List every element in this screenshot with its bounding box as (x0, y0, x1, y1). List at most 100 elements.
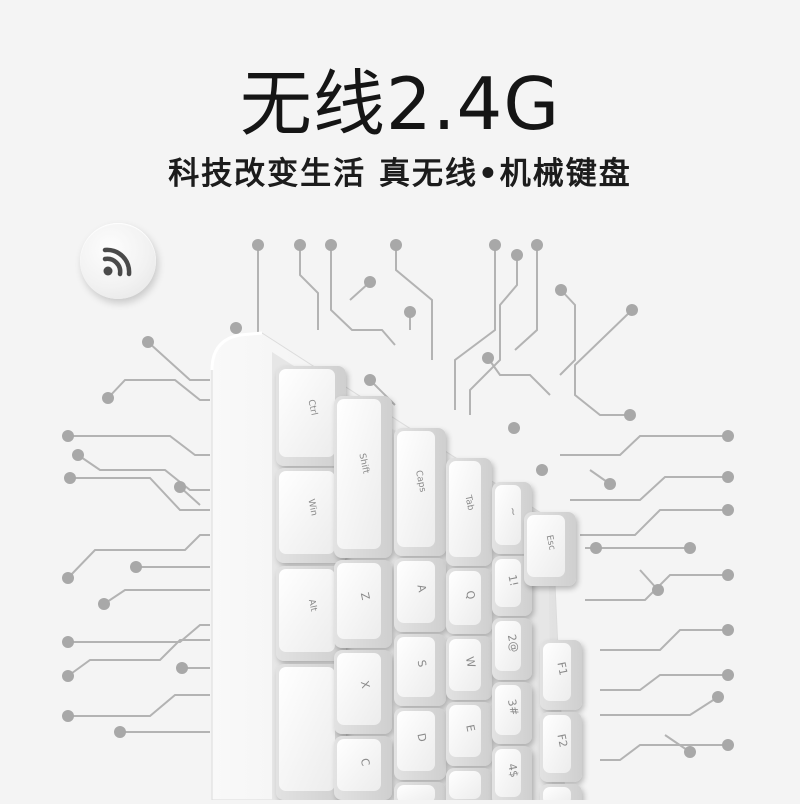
circuit-trace (514, 245, 538, 351)
circuit-node (508, 422, 520, 434)
key-legend: Tab (462, 493, 475, 511)
key-legend: Ctrl (306, 399, 319, 417)
circuit-node (604, 478, 616, 490)
circuit-trace (600, 629, 728, 651)
key-legend: W (463, 655, 478, 668)
keycap: S (394, 634, 446, 706)
circuit-trace (559, 289, 576, 376)
circuit-trace (68, 694, 210, 717)
key-legend: Esc (544, 534, 557, 551)
keycap (276, 664, 346, 800)
circuit-node (722, 669, 734, 681)
circuit-node (98, 598, 110, 610)
circuit-node (404, 306, 416, 318)
circuit-trace (600, 744, 728, 761)
key-legend: Alt (306, 598, 318, 612)
keyboard: CtrlWinAltShiftZXCCapsASDTabQWE~1!2@3#4$… (210, 331, 582, 804)
keycap: Alt (276, 566, 346, 661)
key-legend: D (414, 732, 428, 743)
keycap: D (394, 708, 446, 780)
circuit-node (62, 710, 74, 722)
key-legend: Win (305, 498, 318, 517)
keycap: E (446, 702, 492, 766)
keycap: 1! (492, 556, 532, 616)
key-legend: Caps (413, 469, 427, 493)
circuit-node (390, 239, 402, 251)
circuit-trace (600, 674, 728, 691)
circuit-nodes (62, 239, 734, 758)
circuit-trace (570, 476, 728, 501)
circuit-node (722, 430, 734, 442)
circuit-trace (395, 245, 433, 360)
keycap (394, 782, 446, 804)
circuit-node (294, 239, 306, 251)
circuit-trace (70, 477, 210, 511)
key-legend: 1! (505, 574, 520, 588)
keycap: F1 (540, 640, 582, 710)
key-legend: X (358, 680, 372, 691)
circuit-node (482, 352, 494, 364)
circuit-node (364, 276, 376, 288)
key-legend: 2@ (505, 633, 521, 653)
key-legend: S (415, 659, 429, 669)
key-legend: Shift (356, 453, 370, 476)
key-legend: ~ (506, 506, 521, 518)
circuit-trace (77, 454, 210, 491)
keycap: X (334, 650, 392, 734)
circuit-node (489, 239, 501, 251)
subline: 科技改变生活 真无线•机械键盘 (168, 156, 632, 192)
circuit-node (174, 481, 186, 493)
circuit-trace (487, 357, 551, 396)
circuit-node (722, 504, 734, 516)
circuit-node (722, 471, 734, 483)
keycap: W (446, 636, 492, 700)
circuit-node (230, 322, 242, 334)
circuit-node (130, 561, 142, 573)
circuit-node (62, 670, 74, 682)
circuit-node (531, 239, 543, 251)
circuit-trace (147, 341, 210, 381)
circuit-node (176, 662, 188, 674)
circuit-node (536, 464, 548, 476)
key-legend: E (463, 723, 477, 733)
circuit-node (142, 336, 154, 348)
circuit-trace (103, 589, 210, 605)
keycap: Esc (524, 512, 576, 586)
circuit-trace (574, 309, 633, 416)
circuit-node (62, 636, 74, 648)
circuit-trace (107, 379, 210, 401)
circuit-trace (469, 255, 518, 415)
key-legend: A (414, 583, 428, 594)
circuit-trace (68, 435, 210, 456)
circuit-node (252, 239, 264, 251)
circuit-traces (67, 245, 728, 761)
circuit-trace (600, 696, 719, 716)
keycap: Q (446, 568, 492, 634)
key-legend: 4$ (505, 762, 521, 778)
circuit-node (722, 739, 734, 751)
keycap (446, 768, 492, 804)
circuit-node (72, 449, 84, 461)
key-legend: Q (463, 589, 478, 601)
keycap: Shift (334, 396, 392, 558)
keycap: Tab (446, 458, 492, 566)
circuit-node (722, 624, 734, 636)
circuit-node (652, 584, 664, 596)
key-legend: F2 (554, 733, 569, 749)
circuit-node (511, 249, 523, 261)
wireless-badge (80, 223, 156, 299)
circuit-node (62, 572, 74, 584)
circuit-node (325, 239, 337, 251)
keycap: Ctrl (276, 366, 346, 466)
circuit-trace (299, 245, 319, 330)
keycap (540, 784, 582, 804)
circuit-trace (580, 509, 728, 536)
circuit-node (684, 746, 696, 758)
circuit-node (626, 304, 638, 316)
circuit-node (590, 542, 602, 554)
circuit-node (712, 691, 724, 703)
circuit-trace (454, 245, 496, 410)
keycap: Win (276, 468, 346, 563)
